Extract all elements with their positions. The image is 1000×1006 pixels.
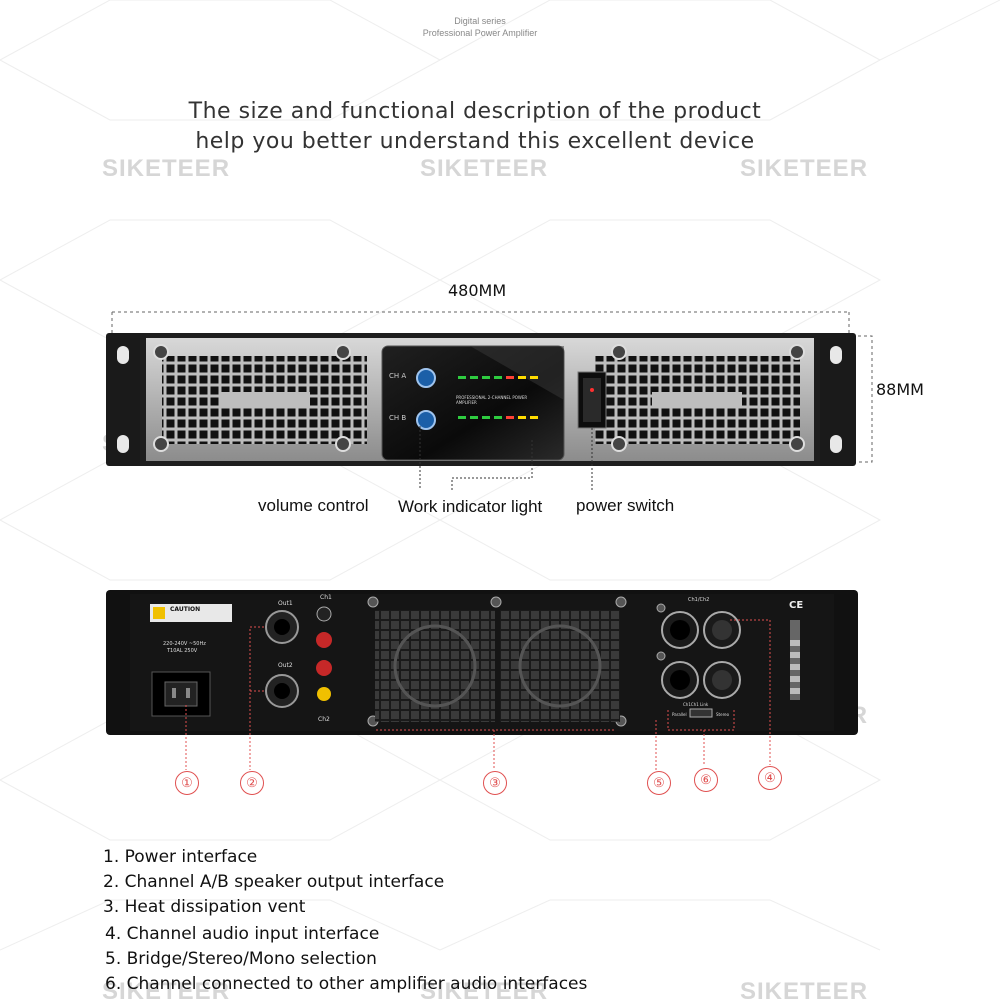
marker-3: ③ — [483, 771, 507, 795]
voltage-text: 220-240V ~50Hz — [163, 641, 206, 647]
channel-b-label: CH B — [389, 414, 407, 422]
headline-line2: help you better understand this excellen… — [195, 129, 755, 154]
marker-2: ② — [240, 771, 264, 795]
link-label: Ch1Ch1 Link — [683, 702, 709, 707]
out2-label: Out2 — [278, 662, 293, 669]
volume-knob-b — [416, 410, 436, 430]
rack-ear-right — [816, 333, 856, 466]
legend-item: 6. Channel connected to other amplifier … — [105, 974, 588, 994]
parallel-label: Parallel — [672, 712, 687, 717]
input-label: Ch1/Ch2 — [688, 597, 710, 603]
series-label: Digital series — [454, 16, 506, 26]
height-dimension: 88MM — [876, 380, 924, 399]
fuse-text: T10AL 250V — [167, 648, 198, 654]
led-meter-a — [458, 376, 538, 379]
ce-mark: CE — [789, 600, 804, 611]
volume-control-callout: volume control — [258, 496, 369, 515]
work-indicator-callout: Work indicator light — [398, 497, 543, 516]
stereo-label: Stereo — [716, 712, 730, 717]
series-subtitle: Professional Power Amplifier — [422, 28, 538, 38]
marker-4: ④ — [758, 766, 782, 790]
watermark: SIKETEER — [102, 155, 231, 182]
mode-selector-switch — [689, 708, 713, 718]
marker-6: ⑥ — [694, 768, 718, 792]
ch1-label: Ch1 — [320, 594, 332, 601]
legend-item: 2. Channel A/B speaker output interface — [103, 872, 445, 892]
watermark: SIKETEER — [420, 155, 549, 182]
volume-knob-a — [416, 368, 436, 388]
dimension-guides — [111, 311, 873, 463]
ch2-label: Ch2 — [318, 716, 330, 723]
caution-text: CAUTION — [170, 606, 201, 613]
legend-item: 3. Heat dissipation vent — [103, 897, 306, 917]
watermark: SIKETEER — [740, 155, 869, 182]
legend-item: 5. Bridge/Stereo/Mono selection — [105, 949, 377, 969]
legend-item: 1. Power interface — [103, 847, 258, 867]
marker-5: ⑤ — [647, 771, 671, 795]
model-text: PROFESSIONAL 2-CHANNEL POWER AMPLIFIER — [456, 395, 528, 405]
front-callout-lines — [419, 426, 593, 490]
headline-line1: The size and functional description of t… — [188, 99, 762, 124]
marker-1: ① — [175, 771, 199, 795]
caution-label — [150, 604, 232, 622]
legend-item: 4. Channel audio input interface — [105, 924, 380, 944]
panel-screws — [153, 344, 805, 452]
width-dimension: 480MM — [448, 281, 507, 300]
rear-callout-lines — [185, 619, 771, 770]
out1-label: Out1 — [278, 600, 293, 607]
xlr-inputs — [661, 611, 741, 699]
led-meter-b — [458, 416, 538, 419]
channel-a-label: CH A — [389, 372, 407, 380]
rack-ear-left — [106, 333, 146, 466]
power-switch-callout: power switch — [576, 496, 675, 515]
